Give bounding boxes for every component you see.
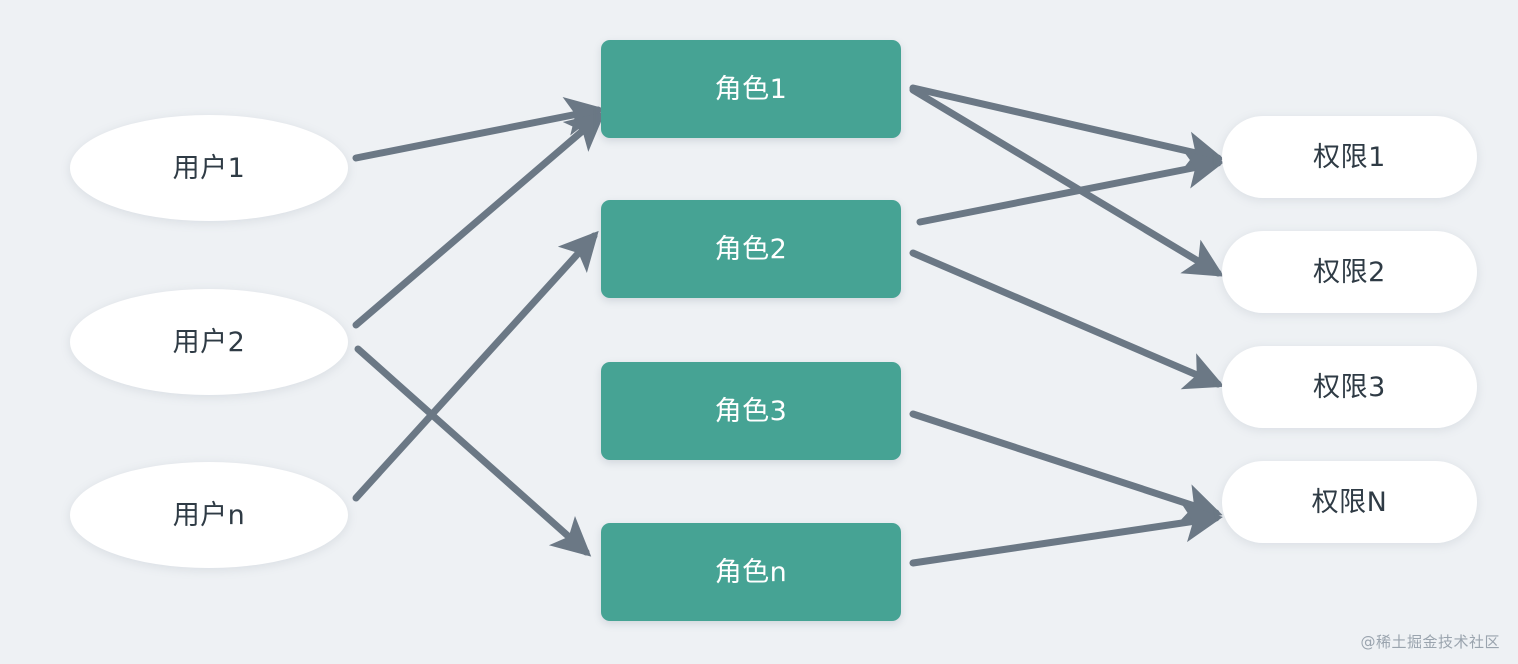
node-label: 权限N xyxy=(1311,486,1388,518)
node-label: 用户1 xyxy=(172,152,246,184)
node-label: 角色n xyxy=(714,556,788,588)
edge-arrow xyxy=(352,230,599,502)
edge-arrow xyxy=(909,503,1223,567)
node-user-1[interactable]: 用户1 xyxy=(70,115,348,221)
edge-arrow xyxy=(352,97,605,162)
edge-arrow xyxy=(354,345,592,557)
node-permission-3[interactable]: 权限3 xyxy=(1222,346,1477,428)
watermark: @稀土掘金技术社区 xyxy=(1360,633,1500,651)
node-label: 用户2 xyxy=(172,326,246,358)
node-label: 用户n xyxy=(172,499,246,531)
edge-arrow xyxy=(909,410,1223,522)
edge-arrow xyxy=(909,249,1225,390)
node-label: 角色3 xyxy=(714,395,788,427)
node-role-n[interactable]: 角色n xyxy=(601,523,901,621)
node-label: 权限2 xyxy=(1313,256,1386,288)
node-user-n[interactable]: 用户n xyxy=(70,462,348,568)
edge-arrow xyxy=(909,84,1225,170)
node-label: 角色1 xyxy=(714,73,788,105)
node-user-2[interactable]: 用户2 xyxy=(70,289,348,395)
node-role-1[interactable]: 角色1 xyxy=(601,40,901,138)
edge-arrow xyxy=(916,150,1225,226)
node-permission-2[interactable]: 权限2 xyxy=(1222,231,1477,313)
node-permission-1[interactable]: 权限1 xyxy=(1222,116,1477,198)
node-label: 角色2 xyxy=(714,233,788,265)
node-label: 权限3 xyxy=(1313,371,1386,403)
edge-arrow xyxy=(352,111,606,329)
edge-arrow xyxy=(909,86,1225,277)
node-role-3[interactable]: 角色3 xyxy=(601,362,901,460)
node-permission-n[interactable]: 权限N xyxy=(1222,461,1477,543)
node-label: 权限1 xyxy=(1313,141,1386,173)
node-role-2[interactable]: 角色2 xyxy=(601,200,901,298)
